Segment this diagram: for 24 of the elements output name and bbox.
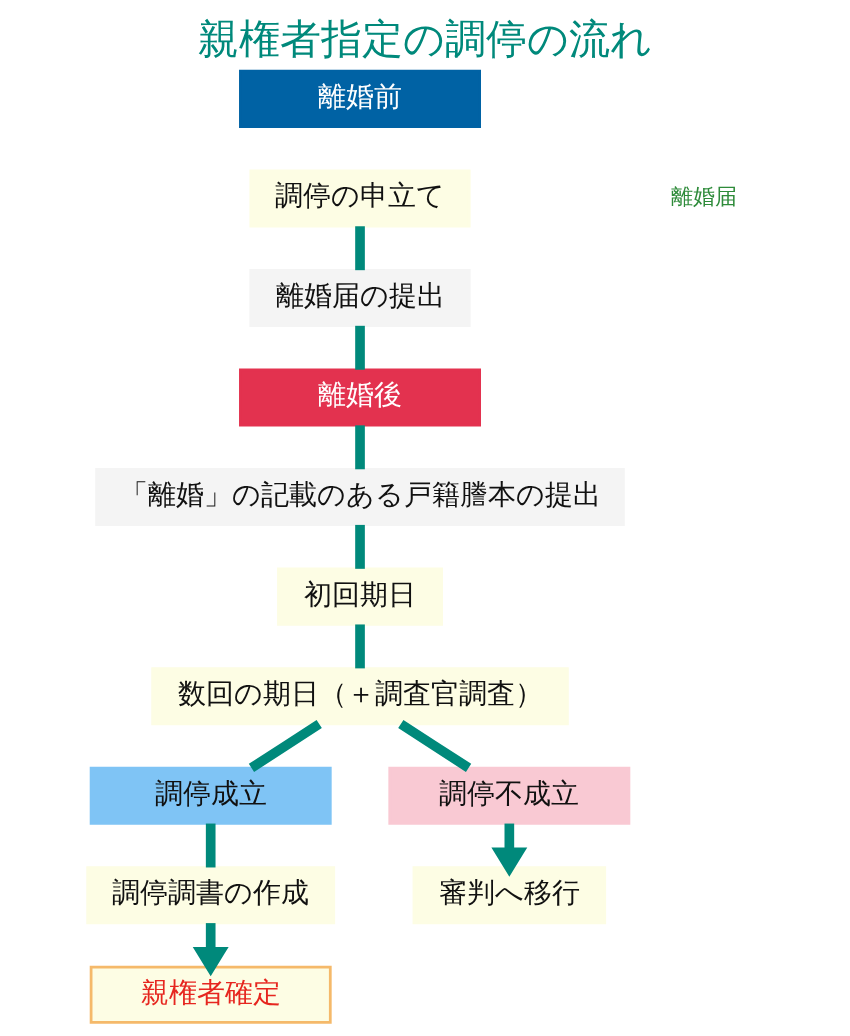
arrow [192,922,229,976]
connector [355,424,365,469]
node-box: 離婚届の提出 [249,268,471,327]
arrow [491,823,528,877]
node-box: 調停調書の作成 [86,865,336,924]
node-box: 数回の期日（＋調査官調査） [151,666,569,725]
connector [355,623,365,668]
connector [355,524,365,569]
connector [398,719,472,772]
node-box: 調停不成立 [388,766,631,825]
connector [355,325,365,370]
node-box: 「離婚」の記載のある戸籍謄本の提出 [95,467,625,526]
connector [248,719,322,772]
connector [355,225,365,270]
node-box: 審判へ移行 [412,865,607,924]
node-box: 調停成立 [89,766,332,825]
label: 離婚届 [671,182,738,209]
node-box: 離婚後 [239,368,481,427]
node-box: 調停の申立て [249,168,471,227]
connector [205,823,216,867]
node-box: 初回期日 [277,567,443,626]
node-box: 離婚前 [239,69,481,128]
node-box: 親権者確定 [89,965,332,1024]
diagram-title: 親権者指定の調停の流れ [198,14,652,63]
